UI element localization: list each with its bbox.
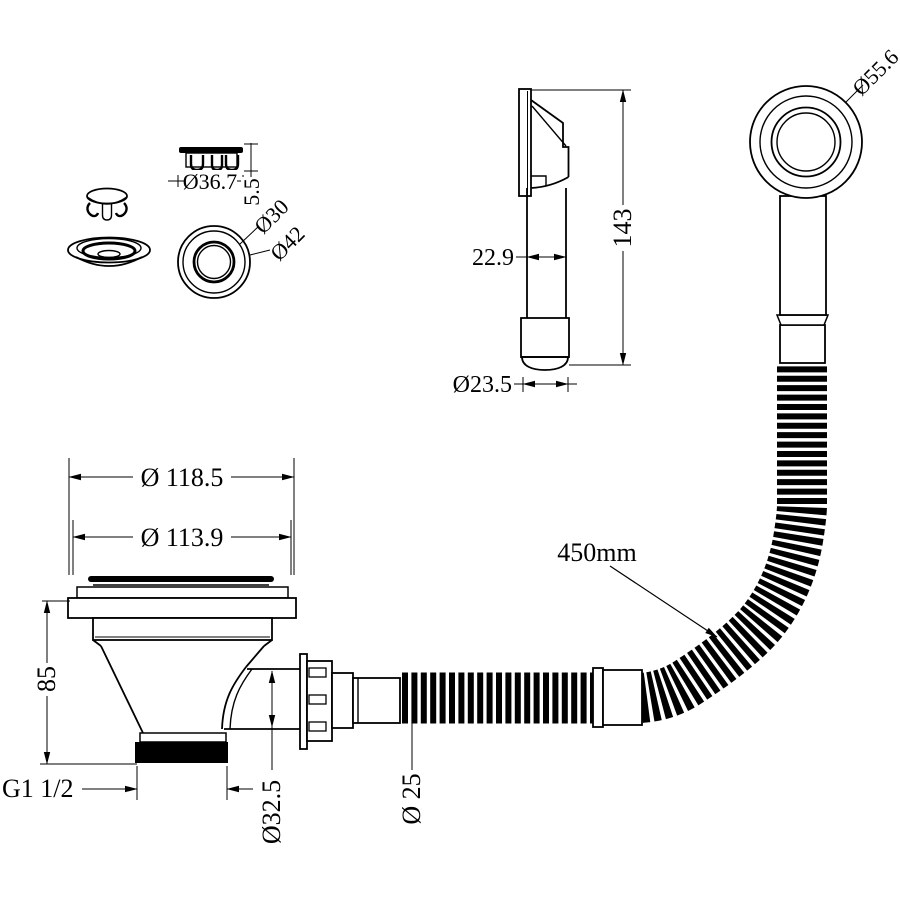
thread-collar (139, 732, 227, 743)
overflow-tube-width-label: 22.9 (472, 245, 514, 271)
flexible-hose (402, 314, 830, 728)
overflow-head-tube (779, 195, 827, 316)
strainer-neck (92, 617, 273, 641)
dim-hose-length: 450mm (557, 538, 718, 638)
cover-flange-dia-label: Ø36.7 (183, 169, 237, 194)
dim-body-height: 85 (32, 600, 137, 765)
body-height-label: 85 (32, 666, 61, 692)
overflow-elbow-side-view: 22.9 143 Ø23.5 (453, 88, 637, 398)
dim-overflow-tube-width: 22.9 (472, 245, 567, 271)
overflow-height-label: 143 (608, 209, 637, 248)
drain-threads (135, 742, 228, 763)
strainer-rim (67, 597, 297, 619)
thread-size-label: G1 1/2 (2, 774, 74, 803)
cap-right-hook (114, 202, 128, 218)
hose-dia-label: Ø 25 (397, 773, 426, 824)
overflow-elbow-coupling (520, 317, 570, 358)
overflow-mount-plate (518, 88, 532, 197)
hose-upper-coupling (775, 314, 830, 364)
flange-outer-label: Ø 118.5 (141, 463, 224, 492)
dim-hose-dia: Ø 25 (397, 723, 426, 825)
outlet-step (331, 672, 354, 729)
strainer-body-view (67, 576, 401, 763)
strainer-cone-left (100, 645, 144, 734)
cover-flange-side-view: Ø36.7 5.5 (168, 143, 264, 208)
rubber-gasket-view (67, 236, 151, 267)
strainer-plate (88, 576, 274, 582)
outlet-dia-label: Ø32.5 (257, 780, 286, 844)
overflow-outlet-dia-label: Ø23.5 (453, 372, 512, 398)
flange-inner-label: Ø 113.9 (141, 523, 224, 552)
overflow-head-front-view: Ø55.6 (749, 44, 900, 316)
cap-center-post (101, 204, 113, 221)
hose-curved-section (638, 364, 827, 723)
cover-flange-height-label: 5.5 (239, 178, 264, 206)
dim-overflow-outlet-dia: Ø23.5 (453, 372, 577, 398)
hose-middle-coupling (592, 667, 643, 728)
cover-flange-lip (179, 147, 243, 153)
dim-overflow-height: 143 (531, 89, 637, 366)
trim-ring-front-view: Ø30 Ø42 (177, 194, 310, 299)
dim-flange-inner: Ø 113.9 (72, 520, 292, 575)
dim-thread-size: G1 1/2 (2, 766, 253, 803)
hose-length-label: 450mm (557, 538, 636, 567)
hose-tail-sleeve (352, 677, 401, 724)
locknut (299, 653, 333, 750)
cap-left-hook (86, 202, 100, 218)
overflow-face-dia-label: Ø55.6 (847, 44, 900, 100)
dim-flange-outer: Ø 118.5 (68, 458, 295, 575)
strainer-cone-right (245, 645, 265, 668)
hole-cover-cap-view (86, 187, 128, 221)
strainer-step-ring (76, 586, 289, 599)
dim-cover-flange-height: 5.5 (239, 143, 264, 208)
dim-outlet-dia: Ø32.5 (257, 670, 286, 844)
